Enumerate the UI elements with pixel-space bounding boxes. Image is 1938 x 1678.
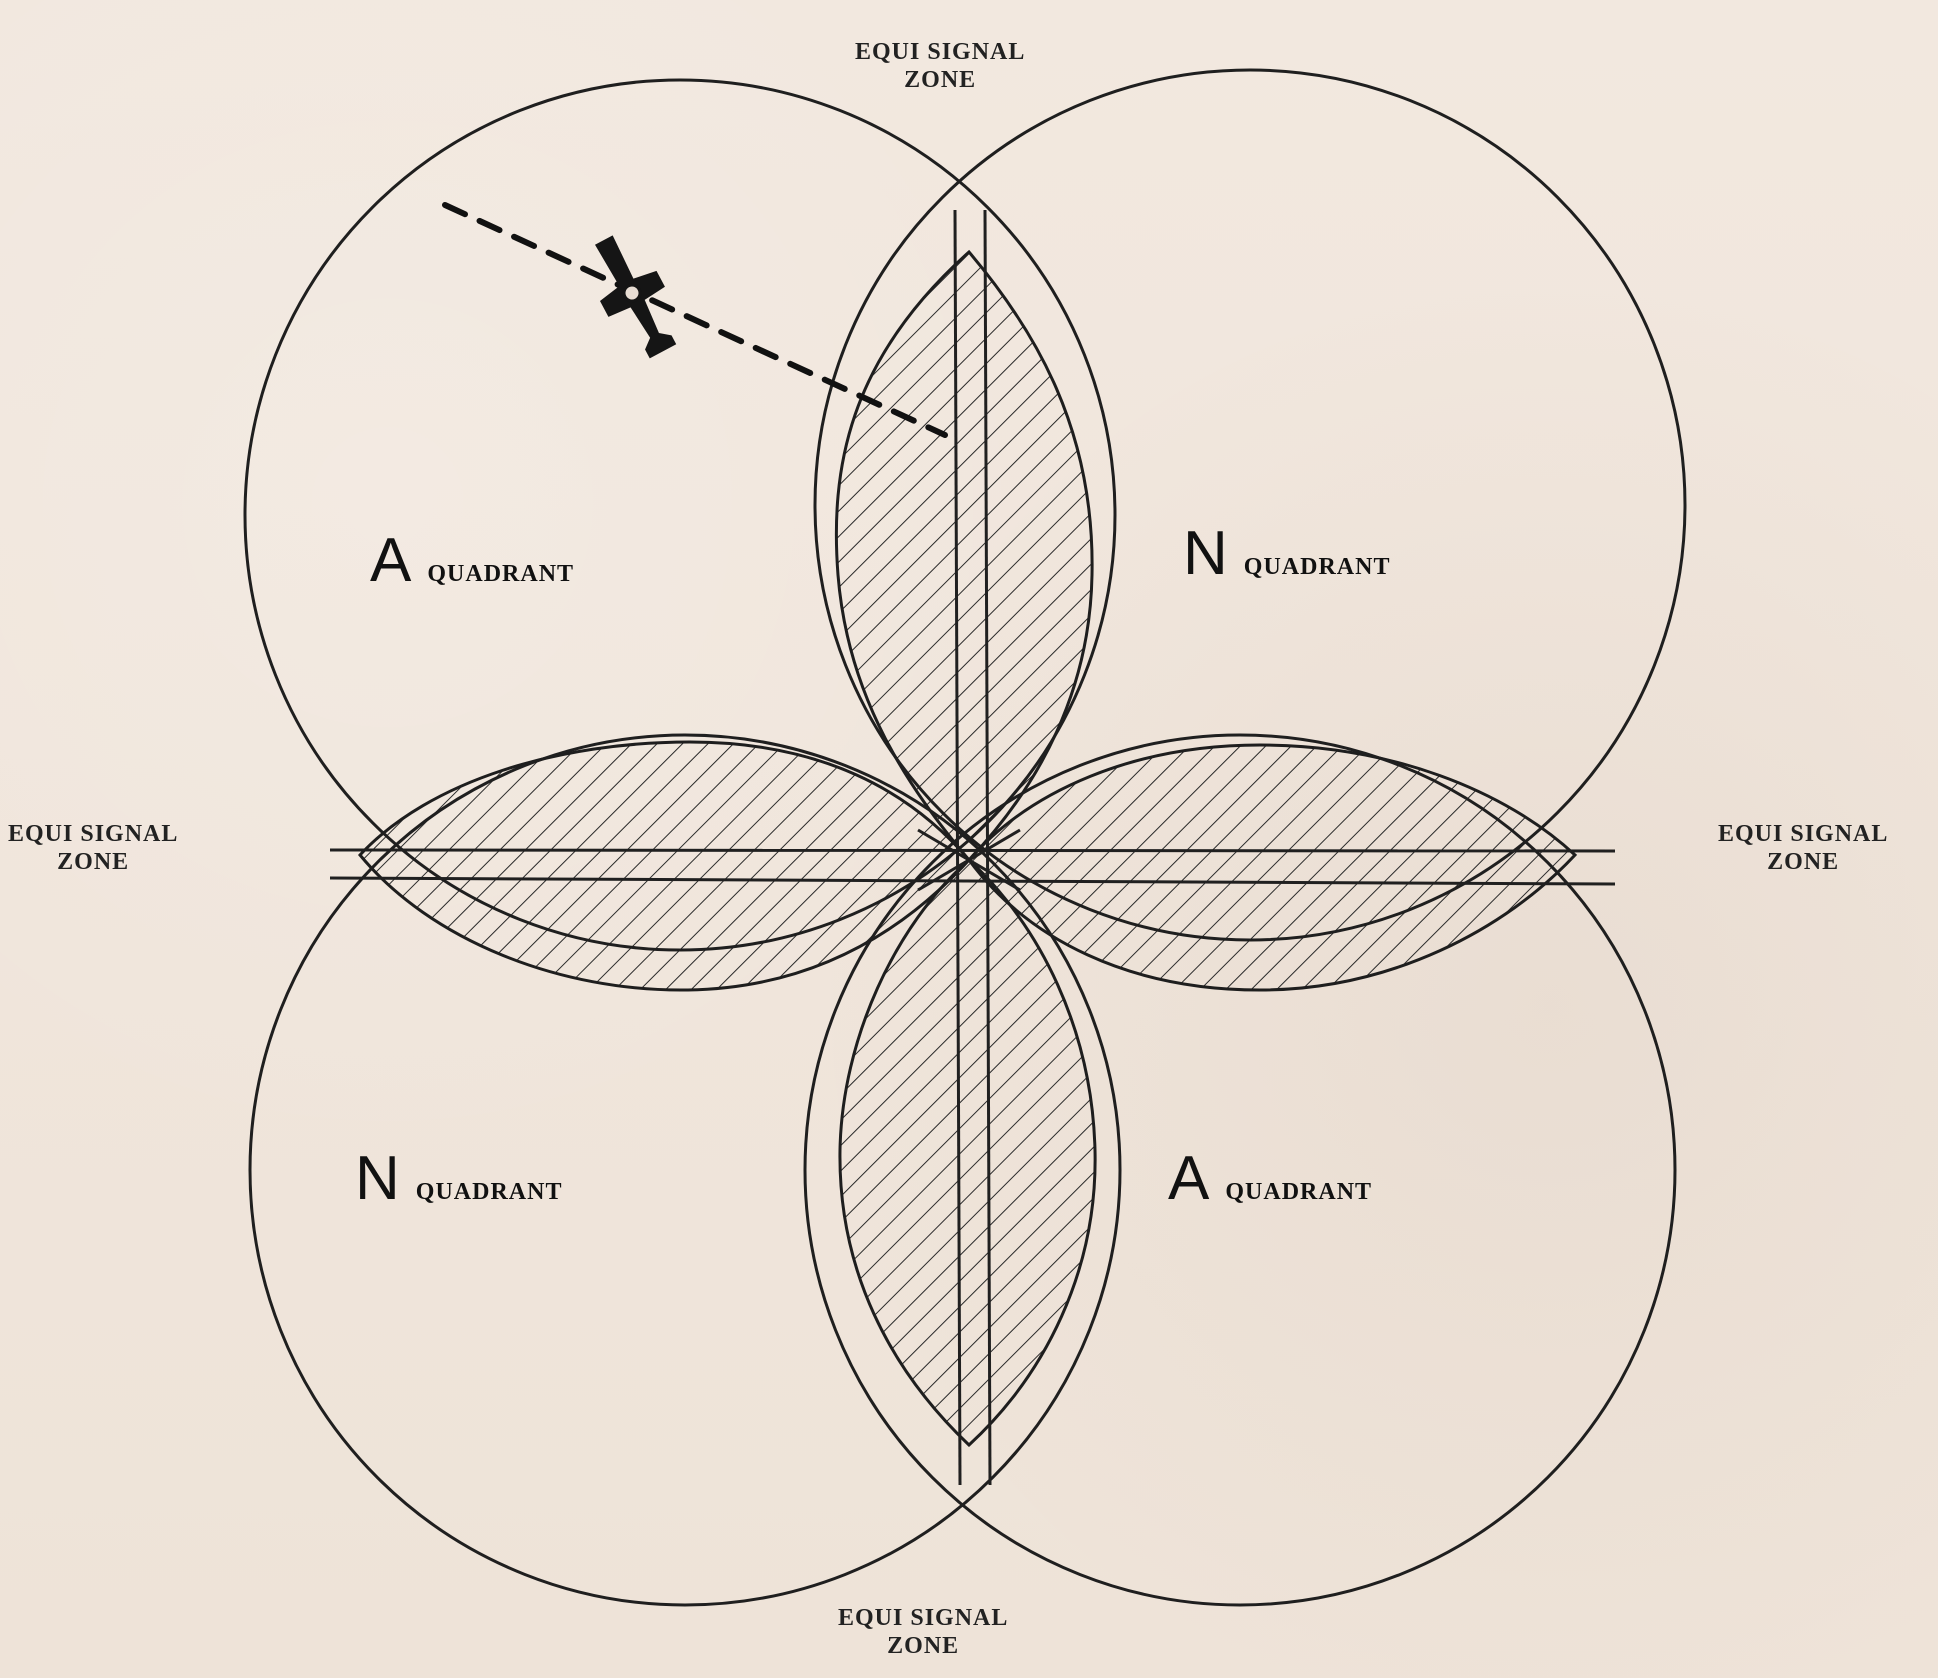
right-zone-line-1: EQUI SIGNAL: [1718, 820, 1888, 848]
bottom-zone-line-2: ZONE: [838, 1632, 1008, 1660]
hatched-lobe-top: [836, 252, 1092, 860]
quadrant-letter-bottom-left: N: [355, 1148, 400, 1210]
aircraft-course: [445, 205, 945, 435]
bottom-equisignal-zone-label: EQUI SIGNAL ZONE: [838, 1604, 1008, 1660]
quadrant-label-top-right: N QUADRANT: [1183, 523, 1390, 585]
right-equisignal-zone-label: EQUI SIGNAL ZONE: [1718, 820, 1888, 876]
aircraft-course-line: [445, 205, 945, 435]
hatched-lobe-bottom: [840, 860, 1095, 1445]
quadrant-label-bottom-right: A QUADRANT: [1168, 1148, 1372, 1210]
horizontal-zone-line-top: [330, 850, 1615, 851]
quadrant-word-top-left: QUADRANT: [427, 561, 574, 588]
quadrant-word-bottom-left: QUADRANT: [416, 1179, 563, 1206]
top-equisignal-zone-label: EQUI SIGNAL ZONE: [855, 38, 1025, 94]
top-zone-line-2: ZONE: [855, 66, 1025, 94]
left-zone-line-2: ZONE: [8, 848, 178, 876]
left-equisignal-zone-label: EQUI SIGNAL ZONE: [8, 820, 178, 876]
top-zone-line-1: EQUI SIGNAL: [855, 38, 1025, 66]
quadrant-letter-top-left: A: [370, 530, 411, 592]
quadrant-letter-bottom-right: A: [1168, 1148, 1209, 1210]
quadrant-label-top-left: A QUADRANT: [370, 530, 574, 592]
quadrant-label-bottom-left: N QUADRANT: [355, 1148, 562, 1210]
quadrant-word-bottom-right: QUADRANT: [1225, 1179, 1372, 1206]
bottom-zone-line-1: EQUI SIGNAL: [838, 1604, 1008, 1632]
quadrant-letter-top-right: N: [1183, 523, 1228, 585]
left-zone-line-1: EQUI SIGNAL: [8, 820, 178, 848]
right-zone-line-2: ZONE: [1718, 848, 1888, 876]
hatched-lobe-right: [969, 745, 1575, 990]
hatched-lobes: [360, 252, 1575, 1445]
quadrant-word-top-right: QUADRANT: [1244, 554, 1391, 581]
airplane-icon: [576, 225, 692, 366]
